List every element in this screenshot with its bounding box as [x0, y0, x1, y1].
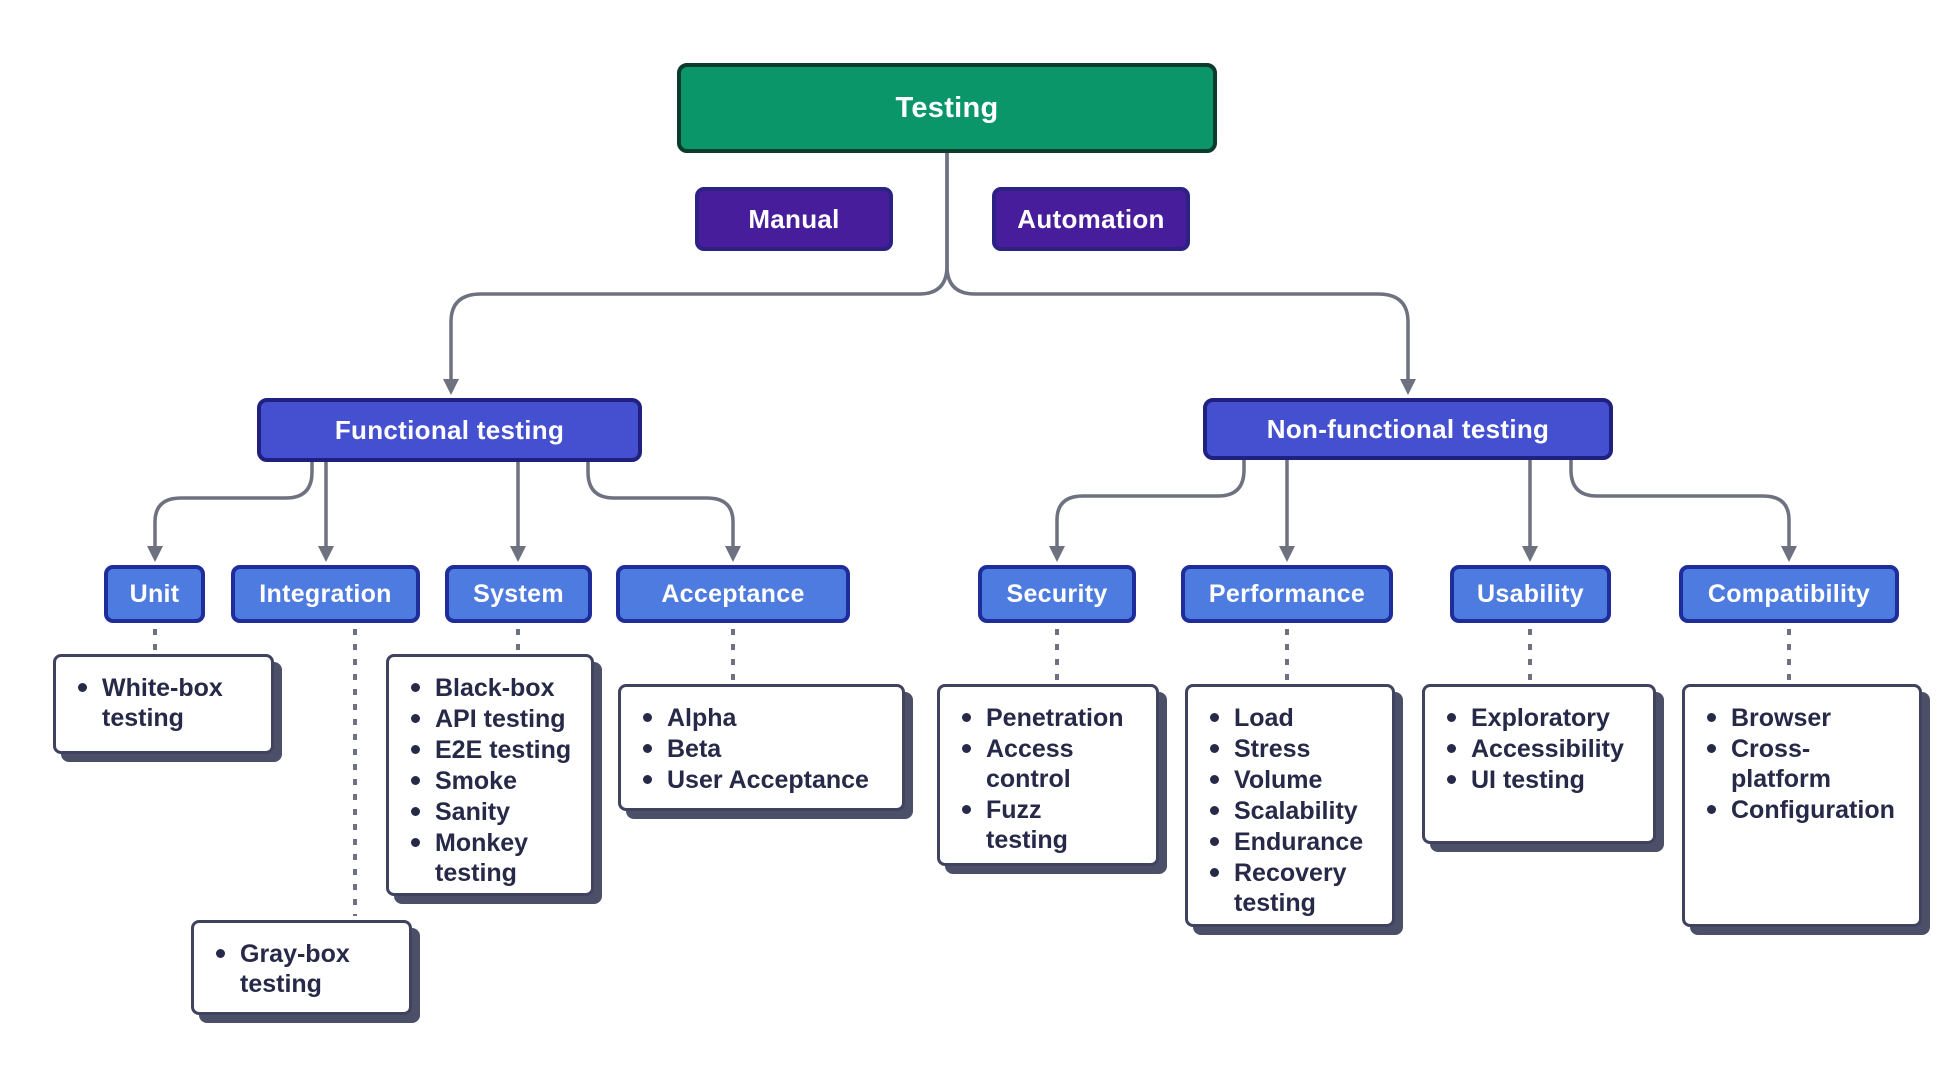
list-item: Recovery testing	[1204, 858, 1380, 918]
list-item: Smoke	[405, 766, 579, 796]
connector-nonfunctional-compatibility	[1569, 460, 1797, 562]
leaf-card-unit: White-box testing	[53, 654, 274, 754]
node-functional-testing[interactable]: Functional testing	[257, 398, 642, 462]
list-item: Scalability	[1204, 796, 1380, 826]
list-item: API testing	[405, 704, 579, 734]
list-item: Alpha	[637, 703, 890, 733]
list-item: Monkey testing	[405, 828, 579, 888]
integration-items: Gray-box testing	[210, 939, 397, 999]
node-compatibility[interactable]: Compatibility	[1679, 565, 1899, 623]
list-item: Configuration	[1701, 795, 1907, 825]
node-system[interactable]: System	[445, 565, 592, 623]
unit-items: White-box testing	[72, 673, 259, 733]
connector-functional-unit	[147, 462, 314, 562]
list-item: UI testing	[1441, 765, 1641, 795]
list-item: Access control	[956, 734, 1144, 794]
list-item: Gray-box testing	[210, 939, 397, 999]
list-item: Endurance	[1204, 827, 1380, 857]
list-item: User Acceptance	[637, 765, 890, 795]
list-item: Beta	[637, 734, 890, 764]
node-usability[interactable]: Usability	[1450, 565, 1611, 623]
connector-functional-acceptance	[586, 462, 741, 562]
list-item: White-box testing	[72, 673, 259, 733]
list-item: Browser	[1701, 703, 1907, 733]
node-non-functional-testing[interactable]: Non-functional testing	[1203, 398, 1613, 460]
list-item: Sanity	[405, 797, 579, 827]
list-item: E2E testing	[405, 735, 579, 765]
node-security[interactable]: Security	[978, 565, 1136, 623]
list-item: Penetration	[956, 703, 1144, 733]
connector-nonfunctional-security	[1049, 460, 1246, 562]
node-testing[interactable]: Testing	[677, 63, 1217, 153]
list-item: Accessibility	[1441, 734, 1641, 764]
list-item: Black-box	[405, 673, 579, 703]
list-item: Volume	[1204, 765, 1380, 795]
node-unit[interactable]: Unit	[104, 565, 205, 623]
node-integration[interactable]: Integration	[231, 565, 420, 623]
leaf-card-integration: Gray-box testing	[191, 920, 412, 1015]
list-item: Cross- platform	[1701, 734, 1907, 794]
list-item: Stress	[1204, 734, 1380, 764]
node-automation[interactable]: Automation	[992, 187, 1190, 251]
list-item: Fuzz testing	[956, 795, 1144, 855]
node-performance[interactable]: Performance	[1181, 565, 1393, 623]
list-item: Load	[1204, 703, 1380, 733]
list-item: Exploratory	[1441, 703, 1641, 733]
node-manual[interactable]: Manual	[695, 187, 893, 251]
node-acceptance[interactable]: Acceptance	[616, 565, 850, 623]
